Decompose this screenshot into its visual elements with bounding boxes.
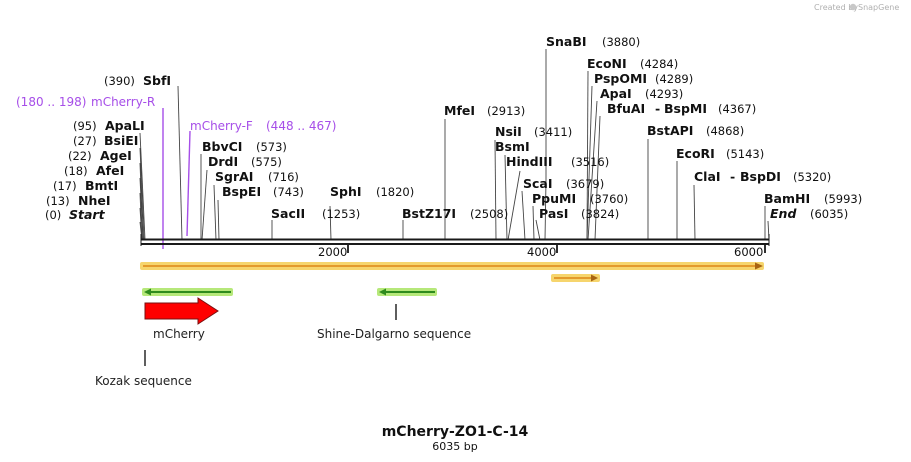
snapgene-logo-icon <box>849 3 857 11</box>
site-bspmi[interactable]: BspMI <box>664 101 707 116</box>
site-nsii[interactable]: NsiI <box>495 124 522 139</box>
site-pos: (18) <box>64 164 88 178</box>
site-pos: (4284) <box>640 57 678 71</box>
site-pos: (3760) <box>590 192 628 206</box>
tick-label-4000: 4000 <box>527 245 556 259</box>
left-site-labels: (390) SbfI (95) ApaLI (27) BsiEI (22) Ag… <box>45 73 171 222</box>
site-pos: (5143) <box>726 147 764 161</box>
sequence-backbone[interactable] <box>140 234 770 246</box>
site-pos: (17) <box>53 179 77 193</box>
site-pspomi[interactable]: PspOMI <box>594 71 647 86</box>
site-bbvci[interactable]: BbvCI <box>202 139 242 154</box>
primer-f-name: mCherry-F <box>190 119 253 133</box>
feature-shine-dalgarno-label: Shine-Dalgarno sequence <box>317 327 471 341</box>
site-ecori[interactable]: EcoRI <box>676 146 715 161</box>
site-pos: (4289) <box>655 72 693 86</box>
ruler: 2000 4000 6000 <box>318 245 766 259</box>
site-bsiei[interactable]: BsiEI <box>104 133 138 148</box>
site-pos: (3679) <box>566 177 604 191</box>
plasmid-name: mCherry-ZO1-C-14 <box>382 424 529 440</box>
site-pos: (1820) <box>376 185 414 199</box>
site-afei[interactable]: AfeI <box>96 163 124 178</box>
feature-kozak-label: Kozak sequence <box>95 374 192 388</box>
site-start[interactable]: Start <box>69 207 106 222</box>
site-pos: (4293) <box>645 87 683 101</box>
site-pos: (5993) <box>824 192 862 206</box>
primer-mcherry-f[interactable]: mCherry-F (448 .. 467) <box>186 119 336 237</box>
site-bspdi[interactable]: BspDI <box>740 169 781 184</box>
site-pos: (13) <box>46 194 70 208</box>
site-pos: (4367) <box>718 102 756 116</box>
tick-label-2000: 2000 <box>318 245 347 259</box>
site-pos: (743) <box>273 185 304 199</box>
site-bspei[interactable]: BspEI <box>222 184 261 199</box>
site-end[interactable]: End <box>770 206 797 221</box>
primer-r-name: mCherry-R <box>91 95 155 109</box>
site-pos: (1253) <box>322 207 360 221</box>
site-pos: (22) <box>68 149 92 163</box>
site-sbfi[interactable]: SbfI <box>143 73 171 88</box>
site-sphi[interactable]: SphI <box>330 184 362 199</box>
site-pos: (390) <box>104 74 135 88</box>
site-pos: (27) <box>73 134 97 148</box>
feature-shine-dalgarno[interactable]: Shine-Dalgarno sequence <box>317 304 471 341</box>
primer-f-range: (448 .. 467) <box>266 119 336 133</box>
site-pos: (95) <box>73 119 97 133</box>
site-pos: (573) <box>256 140 287 154</box>
site-nhei[interactable]: NheI <box>78 193 111 208</box>
site-pos: (0) <box>45 208 61 222</box>
site-pos: (5320) <box>793 170 831 184</box>
site-mfei[interactable]: MfeI <box>444 103 475 118</box>
site-bstz17i[interactable]: BstZ17I <box>402 206 456 221</box>
orf-forward-short[interactable] <box>551 274 600 282</box>
site-bstapi[interactable]: BstAPI <box>647 123 693 138</box>
tick-label-6000: 6000 <box>734 245 763 259</box>
site-ppumi[interactable]: PpuMI <box>532 191 576 206</box>
feature-mcherry-label: mCherry <box>153 327 205 341</box>
leader-lines <box>139 49 770 241</box>
site-pos: (3880) <box>602 35 640 49</box>
site-bsmi[interactable]: BsmI <box>495 139 530 154</box>
site-econi[interactable]: EcoNI <box>587 56 627 71</box>
site-pos: (2508) <box>470 207 508 221</box>
primer-r-range: (180 .. 198) <box>16 95 86 109</box>
site-pos: (575) <box>251 155 282 169</box>
site-scai[interactable]: ScaI <box>523 176 553 191</box>
site-sgrai[interactable]: SgrAI <box>215 169 253 184</box>
site-pos: (3411) <box>534 125 572 139</box>
primer-mcherry-r[interactable]: (180 .. 198) mCherry-R <box>16 95 164 249</box>
credit-text: Created by <box>814 3 858 12</box>
site-apai[interactable]: ApaI <box>600 86 632 101</box>
site-pasi[interactable]: PasI <box>539 206 568 221</box>
site-pos: (716) <box>268 170 299 184</box>
feature-mcherry[interactable]: mCherry <box>144 297 219 341</box>
site-snabi[interactable]: SnaBI <box>546 34 587 49</box>
site-apali[interactable]: ApaLI <box>105 118 145 133</box>
site-bmti[interactable]: BmtI <box>85 178 118 193</box>
orf-forward-long[interactable] <box>140 262 764 270</box>
site-pos: (6035) <box>810 207 848 221</box>
site-drdi[interactable]: DrdI <box>208 154 238 169</box>
site-pos: (4868) <box>706 124 744 138</box>
site-pos: (3516) <box>571 155 609 169</box>
site-sacii[interactable]: SacII <box>271 206 305 221</box>
site-bfuai[interactable]: BfuAI <box>607 101 645 116</box>
site-separator: - <box>655 101 660 116</box>
site-agei[interactable]: AgeI <box>100 148 132 163</box>
orf-reverse-2[interactable] <box>377 288 437 296</box>
orf-reverse-1[interactable] <box>142 288 233 296</box>
right-site-labels: BbvCI (573) DrdI (575) SgrAI (716) BspEI… <box>202 34 862 221</box>
credit-brand: SnapGene <box>858 3 899 12</box>
feature-kozak[interactable]: Kozak sequence <box>95 350 192 388</box>
site-clai[interactable]: ClaI <box>694 169 721 184</box>
site-bamhi[interactable]: BamHI <box>764 191 810 206</box>
site-separator: - <box>730 169 735 184</box>
site-pos: (2913) <box>487 104 525 118</box>
site-hindiii[interactable]: HindIII <box>506 154 553 169</box>
snapgene-credit: Created by SnapGene <box>814 3 899 12</box>
plasmid-size: 6035 bp <box>432 440 477 453</box>
site-pos: (3824) <box>581 207 619 221</box>
